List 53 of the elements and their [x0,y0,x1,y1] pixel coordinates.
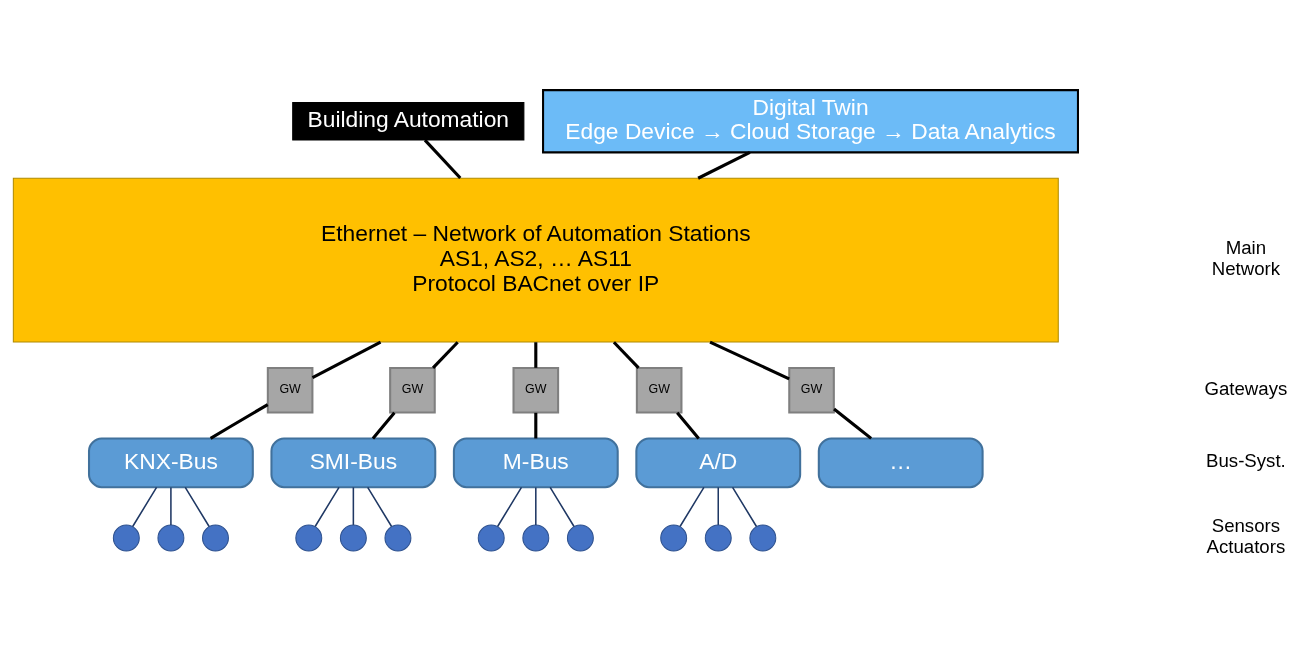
node-circle [704,524,732,552]
node-circle [112,524,140,552]
connector [535,486,537,526]
connector [709,340,790,381]
node-box: GW [389,366,436,414]
node-circle [566,524,594,552]
connector [423,139,462,180]
connector [612,341,640,369]
node-circle [202,524,229,552]
node-box: KNX-Bus [87,437,254,489]
connector [170,486,172,526]
connector [676,411,700,440]
node-box: SMI-Bus [270,437,437,489]
connector [549,486,575,528]
node-box: Digital Twin Edge Device → Cloud Storage → Data Analytics [542,89,1079,154]
node-box: GW [635,366,683,414]
node-circle [295,524,323,552]
label: Bus-Syst. [1206,450,1286,472]
label: Main Network [1211,237,1281,280]
connector [534,412,538,439]
connector [366,486,393,528]
connector [371,411,396,440]
label: Sensors Actuators [1206,515,1286,557]
node-circle [749,524,777,552]
node-box: GW [512,366,560,414]
node-box: GW [788,366,835,414]
connector [131,486,158,528]
connector [717,486,720,526]
node-circle [522,524,550,552]
connector [352,486,355,526]
connector [534,342,538,368]
node-circle [660,524,688,552]
node-circle [157,524,185,552]
connector [833,407,873,440]
label: Gateways [1204,377,1288,399]
connector [679,486,705,528]
node-box: … [817,437,984,489]
node-box: M-Bus [452,437,619,489]
connector [314,486,340,528]
connector [697,151,751,180]
node-box: GW [266,366,314,414]
connector [431,341,459,369]
node-box: Building Automation [292,102,525,141]
connector [496,486,523,528]
node-box: A/D [635,437,802,489]
node-circle [477,524,505,552]
connector [184,486,210,528]
connector [209,403,269,440]
node-box: Ethernet – Network of Automation Stations AS1, AS2, … AS11 Protocol BACnet over IP [12,177,1059,343]
node-circle [339,524,367,552]
node-circle [384,524,412,552]
connector [731,486,758,528]
connector [311,340,382,379]
